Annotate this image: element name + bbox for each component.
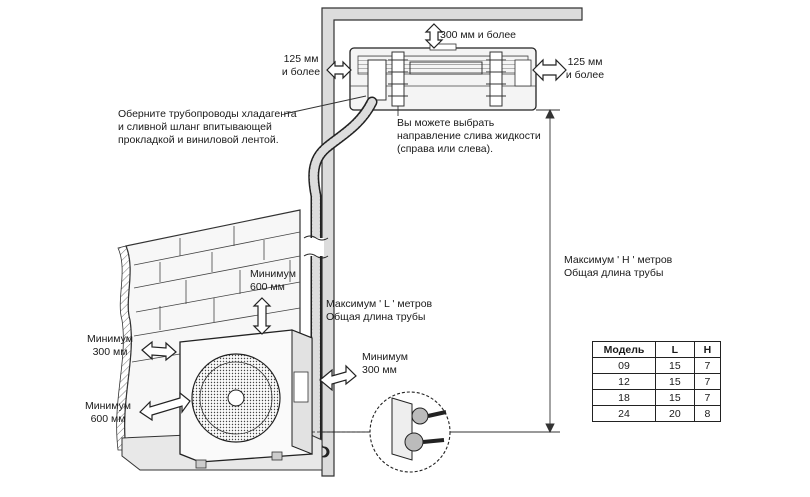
cell-model: 18 xyxy=(592,389,656,406)
table-row: 18 15 7 xyxy=(592,389,722,406)
top-clearance-label: 300 мм и более xyxy=(440,29,517,41)
outdoor-front-label: Минимум 600 мм xyxy=(82,400,134,426)
left-clearance-arrow xyxy=(326,60,352,80)
cell-h: 8 xyxy=(693,405,722,422)
cell-h: 7 xyxy=(693,357,722,374)
max-l-label: Максимум ' L ' метров Общая длина трубы xyxy=(326,298,432,324)
outdoor-left-arrow xyxy=(141,340,177,362)
outdoor-right-line-2: 300 мм xyxy=(362,364,397,376)
left-clearance-line-2: и более xyxy=(281,66,321,78)
max-l-line-1: Максимум ' L ' метров xyxy=(326,298,433,310)
outdoor-front-line-2: 600 мм xyxy=(90,413,126,425)
outdoor-top-line-1: Минимум xyxy=(250,268,296,280)
cell-model: 24 xyxy=(592,405,656,422)
cell-h: 7 xyxy=(693,373,722,390)
outdoor-right-label: Минимум 300 мм xyxy=(362,351,408,377)
outdoor-front-line-1: Минимум xyxy=(85,400,131,412)
header-l: L xyxy=(655,341,695,358)
right-clearance-line-1: 125 мм xyxy=(567,56,603,68)
cell-l: 20 xyxy=(655,405,695,422)
wrap-note: Оберните трубопроводы хладагента и сливн… xyxy=(118,108,297,147)
valve-detail-circle xyxy=(312,391,451,473)
right-clearance-arrow xyxy=(532,58,567,82)
max-h-line-2: Общая длина трубы xyxy=(564,267,664,279)
header-model: Модель xyxy=(592,341,656,358)
table-row: 12 15 7 xyxy=(592,373,722,390)
outdoor-top-arrow xyxy=(252,297,272,335)
cell-model: 09 xyxy=(592,357,656,374)
table-row: 09 15 7 xyxy=(592,357,722,374)
right-clearance-label: 125 мм и более xyxy=(562,56,608,82)
wrap-note-line-2: и сливной шланг впитывающей xyxy=(118,121,272,133)
outdoor-front-arrow xyxy=(139,391,191,422)
cell-l: 15 xyxy=(655,357,695,374)
top-clearance-arrow xyxy=(424,23,444,49)
cell-l: 15 xyxy=(655,373,695,390)
outdoor-right-line-1: Минимум xyxy=(362,351,408,363)
outdoor-top-line-2: 600 мм xyxy=(250,281,285,293)
height-dimension xyxy=(322,108,560,434)
drain-note-line-2: направление слива жидкости xyxy=(397,130,541,142)
outdoor-left-line-1: Минимум xyxy=(87,333,133,345)
drain-note: Вы можете выбрать направление слива жидк… xyxy=(397,117,541,156)
right-clearance-line-2: и более xyxy=(565,69,605,81)
table-row: 24 20 8 xyxy=(592,405,722,422)
callout-lines xyxy=(283,95,399,116)
header-h: H xyxy=(693,341,722,358)
wrap-note-line-1: Оберните трубопроводы хладагента xyxy=(118,108,297,120)
outdoor-left-label: Минимум 300 мм xyxy=(84,333,136,359)
model-spec-table: Модель L H 09 15 7 12 15 7 18 15 7 24 20… xyxy=(592,341,722,422)
cell-model: 12 xyxy=(592,373,656,390)
table-header-row: Модель L H xyxy=(592,341,722,358)
outdoor-right-arrow xyxy=(319,364,357,392)
outdoor-top-label: Минимум 600 мм xyxy=(250,268,296,294)
max-h-line-1: Максимум ' H ' метров xyxy=(564,254,673,266)
refrigerant-pipe xyxy=(303,96,378,458)
left-clearance-label: 125 мм и более xyxy=(278,53,324,79)
drain-note-line-1: Вы можете выбрать xyxy=(397,117,495,129)
drain-note-line-3: (справа или слева). xyxy=(397,143,494,155)
max-h-label: Максимум ' H ' метров Общая длина трубы xyxy=(564,254,672,280)
indoor-wall xyxy=(321,7,583,477)
left-clearance-line-1: 125 мм xyxy=(283,53,319,65)
outdoor-clearance-arrows xyxy=(139,297,357,422)
wrap-note-line-3: прокладкой и виниловой лентой. xyxy=(118,134,279,146)
outdoor-left-line-2: 300 мм xyxy=(92,346,128,358)
max-l-line-2: Общая длина трубы xyxy=(326,311,426,323)
cell-h: 7 xyxy=(693,389,722,406)
indoor-unit xyxy=(349,43,537,111)
cell-l: 15 xyxy=(655,389,695,406)
indoor-clearance-arrows xyxy=(326,23,567,82)
outdoor-unit xyxy=(179,329,313,469)
